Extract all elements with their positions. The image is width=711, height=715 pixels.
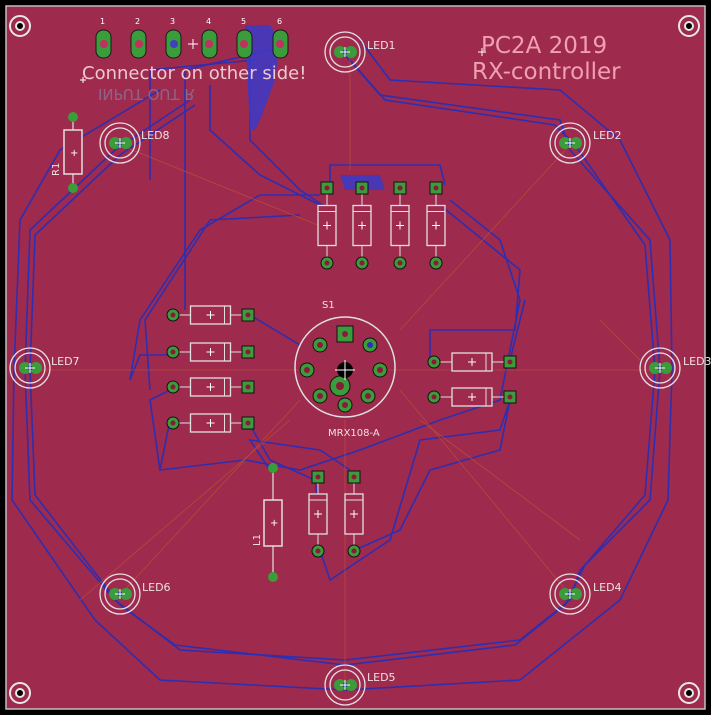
component-h-4[interactable] bbox=[166, 413, 255, 433]
led1-label: LED1 bbox=[367, 39, 396, 52]
led-footprint-4[interactable] bbox=[549, 573, 591, 615]
led-footprint-1[interactable] bbox=[324, 31, 366, 73]
pcb-board bbox=[5, 5, 706, 710]
led-footprint-8[interactable] bbox=[99, 122, 141, 164]
svg-text:+: + bbox=[70, 148, 78, 159]
led6-label: LED6 bbox=[142, 581, 171, 594]
led-footprint-6[interactable] bbox=[99, 573, 141, 615]
led-footprint-7[interactable] bbox=[9, 347, 51, 389]
component-v-5[interactable] bbox=[308, 470, 328, 558]
led7-label: LED7 bbox=[51, 355, 80, 368]
connector-pin-label-2: 2 bbox=[135, 17, 141, 26]
board-title-line1: PC2A 2019 bbox=[481, 33, 608, 59]
connector-note: Connector on other side! bbox=[82, 63, 307, 84]
mounting-hole-bottom-left bbox=[9, 682, 31, 704]
component-h-3[interactable] bbox=[166, 377, 255, 397]
led-footprint-2[interactable] bbox=[549, 122, 591, 164]
led3-label: LED3 bbox=[683, 355, 711, 368]
led-footprint-3[interactable] bbox=[639, 347, 681, 389]
connector-pin-label-6: 6 bbox=[277, 17, 283, 26]
mounting-holes bbox=[9, 15, 700, 704]
switch-ref-label: S1 bbox=[322, 300, 335, 311]
mirrored-bottom-text: INPUT OUT R bbox=[98, 85, 195, 103]
component-h-6[interactable] bbox=[427, 387, 517, 407]
connector-pin-label-5: 5 bbox=[241, 17, 247, 26]
resistor-r1-label: R1 bbox=[51, 162, 62, 176]
connector-pin-label-3: 3 bbox=[170, 17, 176, 26]
resistor-r1: + bbox=[63, 112, 83, 193]
airwires bbox=[30, 55, 660, 685]
inductor-l1: + bbox=[263, 463, 283, 582]
component-h-2[interactable] bbox=[166, 342, 255, 362]
connector-pin-label-4: 4 bbox=[206, 17, 212, 26]
component-h-5[interactable] bbox=[427, 352, 517, 372]
component-v-6[interactable] bbox=[344, 470, 364, 558]
rotary-switch-s1[interactable] bbox=[294, 316, 396, 418]
component-v-1[interactable] bbox=[317, 181, 337, 270]
component-v-4[interactable] bbox=[426, 181, 446, 270]
inductor-l1-label: L1 bbox=[252, 534, 263, 546]
led5-label: LED5 bbox=[367, 671, 396, 684]
led-footprints bbox=[9, 31, 681, 706]
mounting-hole-top-left bbox=[9, 15, 31, 37]
led2-label: LED2 bbox=[593, 129, 622, 142]
svg-text:+: + bbox=[270, 518, 278, 529]
component-h-1[interactable] bbox=[166, 305, 255, 325]
smd-parts bbox=[166, 181, 517, 558]
switch-part-label: MRX108-A bbox=[328, 428, 380, 439]
board-title-line2: RX-controller bbox=[472, 59, 621, 85]
component-v-3[interactable] bbox=[390, 181, 410, 270]
led4-label: LED4 bbox=[593, 581, 622, 594]
connector-pin-label-1: 1 bbox=[100, 17, 106, 26]
mounting-hole-top-right bbox=[678, 15, 700, 37]
component-v-2[interactable] bbox=[352, 181, 372, 270]
led-footprint-5[interactable] bbox=[324, 664, 366, 706]
mounting-hole-bottom-right bbox=[678, 682, 700, 704]
led8-label: LED8 bbox=[141, 129, 170, 142]
copper-fill bbox=[245, 25, 280, 130]
